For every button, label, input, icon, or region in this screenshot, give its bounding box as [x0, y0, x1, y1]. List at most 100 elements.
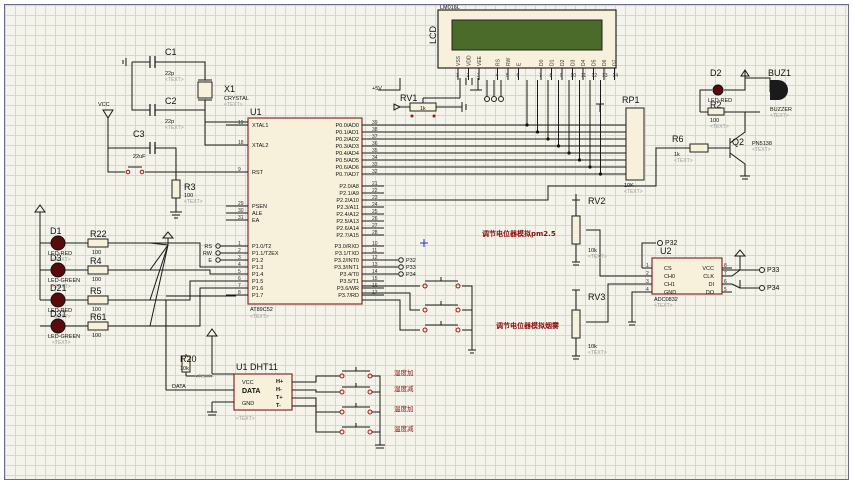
led-D3-ref: D3 — [50, 253, 62, 263]
mcu-pin-28-name: P2.7/A15 — [336, 233, 359, 239]
lcd-pin-D7-num: 14 — [613, 73, 619, 79]
adc-net-di: P34 — [767, 285, 780, 292]
lcd-pin-D5: D5 — [592, 59, 598, 66]
rv2-value: 10k — [588, 248, 597, 254]
dht11-sensor[interactable]: U1 DHT11 VCC DATA GND H+ H- T+ T- <TEXT>… — [165, 295, 293, 422]
led-R5-value: 100 — [92, 307, 101, 313]
adc-pin-CLK: CLK — [703, 274, 714, 280]
mcu-pin-5-num: 5 — [238, 269, 241, 275]
lcd-pin-E: E — [517, 62, 523, 66]
mcu-pin-2-num: 2 — [238, 248, 241, 254]
led-R4-value: 100 — [92, 277, 101, 283]
adc-pin-GND: GND — [664, 290, 676, 296]
led-D21-icon — [50, 292, 66, 308]
mcu-pin-8-num: 8 — [238, 290, 241, 296]
mcu-pin-3-num: 3 — [238, 255, 241, 261]
mcu-pin-38-num: 38 — [372, 127, 378, 133]
mcu-pin-36-name: P0.3/AD3 — [335, 144, 359, 150]
r2-value: 100 — [710, 118, 719, 124]
led-R22-resistor — [87, 238, 109, 248]
mcu-pin-6-name: P1.5 — [252, 279, 263, 285]
mcu-pin-39-num: 39 — [372, 120, 378, 126]
rv3-text: <TEXT> — [588, 350, 607, 356]
mcu-pin-6-num: 6 — [238, 276, 241, 282]
led-bank: D1LED-RED<TEXT>R22100D3LED-GREEN<TEXT>R4… — [34, 204, 226, 346]
led-R4-ref: R4 — [90, 256, 102, 266]
lcd-display[interactable]: LM016L LCD VSS1VDD2VEE3RS4RW5E6D07D18D29… — [428, 5, 619, 80]
lcd-pin-D3: D3 — [571, 59, 577, 66]
mcu-pin-3-name: P1.2 — [252, 258, 263, 264]
lcd-pin-D7: D7 — [613, 59, 619, 66]
mcu-pin-37-name: P0.2/AD2 — [335, 137, 359, 143]
dht-button-2-label: 湿度减 — [394, 384, 414, 393]
lcd-pin-D2: D2 — [560, 59, 566, 66]
crystal-part: CRYSTAL — [224, 96, 249, 102]
adc-pin-3-num: 3 — [646, 279, 649, 285]
adc-text: <TEXT> — [654, 303, 673, 309]
c1-ref: C1 — [165, 47, 177, 57]
adc-net-cs: P32 — [665, 240, 678, 247]
lcd-pin-D6: D6 — [602, 59, 608, 66]
mcu-pin-23-name: P2.2/A10 — [336, 198, 359, 204]
mcu-pin-15-num: 15 — [372, 276, 378, 282]
mcu-pin-35-num: 35 — [372, 148, 378, 154]
schematic-sheet — [4, 4, 849, 480]
adc-pin-6-num: 6 — [724, 279, 727, 285]
led-R5-ref: R5 — [90, 286, 102, 296]
d2-part: LED-RED — [708, 98, 732, 104]
lcd-pin-RW: RW — [506, 57, 512, 66]
dht-hp: H+ — [276, 379, 283, 385]
adc-pin-8-num: 8 — [724, 263, 727, 269]
lcd-pin-E-num: 6 — [517, 73, 520, 79]
mcu-pin-4-num: 4 — [238, 262, 241, 268]
led-D1-text: <TEXT> — [52, 257, 71, 263]
lcd-pin-D0-num: 7 — [539, 73, 542, 79]
mcu-pin-11-num: 11 — [372, 248, 377, 254]
mcu-pin-27-num: 27 — [372, 223, 378, 229]
c3-ref: C3 — [133, 129, 145, 139]
r2-ref: R2 — [710, 100, 722, 110]
ctrl-label-E: E — [208, 258, 212, 264]
rv2-ref: RV2 — [588, 196, 605, 206]
dht-net-data: DATA — [172, 384, 186, 390]
mcu-pin-24-name: P2.3/A11 — [337, 205, 359, 211]
mcu-pin-4-name: P1.3 — [252, 265, 263, 271]
mcu-pin-32-name: P0.7/AD7 — [335, 172, 359, 178]
c1-value: 22p — [165, 71, 174, 77]
adc-pin-DI: DI — [709, 282, 715, 288]
lcd-pin-RS-num: 4 — [496, 73, 499, 79]
p3-label-P32: P32 — [406, 258, 416, 264]
d2-ref: D2 — [710, 68, 722, 78]
mcu-pin-39-name: P0.0/AD0 — [335, 123, 359, 129]
mcu-pin-23-num: 23 — [372, 195, 378, 201]
adc-pin-2-num: 2 — [646, 271, 649, 277]
rv2-label: 调节电位器模拟pm2.5 — [482, 229, 556, 238]
mcu-pin-38-name: P0.1/AD1 — [335, 130, 359, 136]
mcu-pin-21-name: P2.0/A8 — [339, 184, 359, 190]
mcu-pin-34-num: 34 — [372, 155, 378, 161]
mcu-pin-31-num: 31 — [238, 215, 244, 221]
lcd-part: LM016L — [440, 5, 460, 11]
rv3-potentiometer: RV3 10k <TEXT> 调节电位器模拟烟雾 — [496, 283, 642, 360]
lcd-pin-D0: D0 — [539, 59, 545, 66]
c2-value: 22p — [165, 119, 174, 125]
mcu-pin-2-name: P1.1/T2EX — [252, 251, 279, 257]
led-R4-resistor — [87, 265, 109, 275]
crystal-ref: X1 — [224, 84, 235, 94]
r3-value: 100 — [184, 193, 193, 199]
dht-hm: H- — [276, 387, 282, 393]
buzzer-text: <TEXT> — [770, 113, 789, 119]
rp1-resistor-pack: RP1 10K <TEXT> — [596, 95, 645, 195]
lcd-5v-label: +5V — [372, 86, 382, 92]
adc-body — [651, 257, 723, 295]
q2-text: <TEXT> — [752, 147, 771, 153]
mcu-pin-27-name: P2.6/A14 — [336, 226, 359, 232]
led-R61-ref: R61 — [90, 312, 107, 322]
dht-text: <TEXT> — [236, 416, 255, 422]
buzzer-ref: BUZ1 — [768, 68, 791, 78]
adc-pin-CH1: CH1 — [664, 282, 675, 288]
